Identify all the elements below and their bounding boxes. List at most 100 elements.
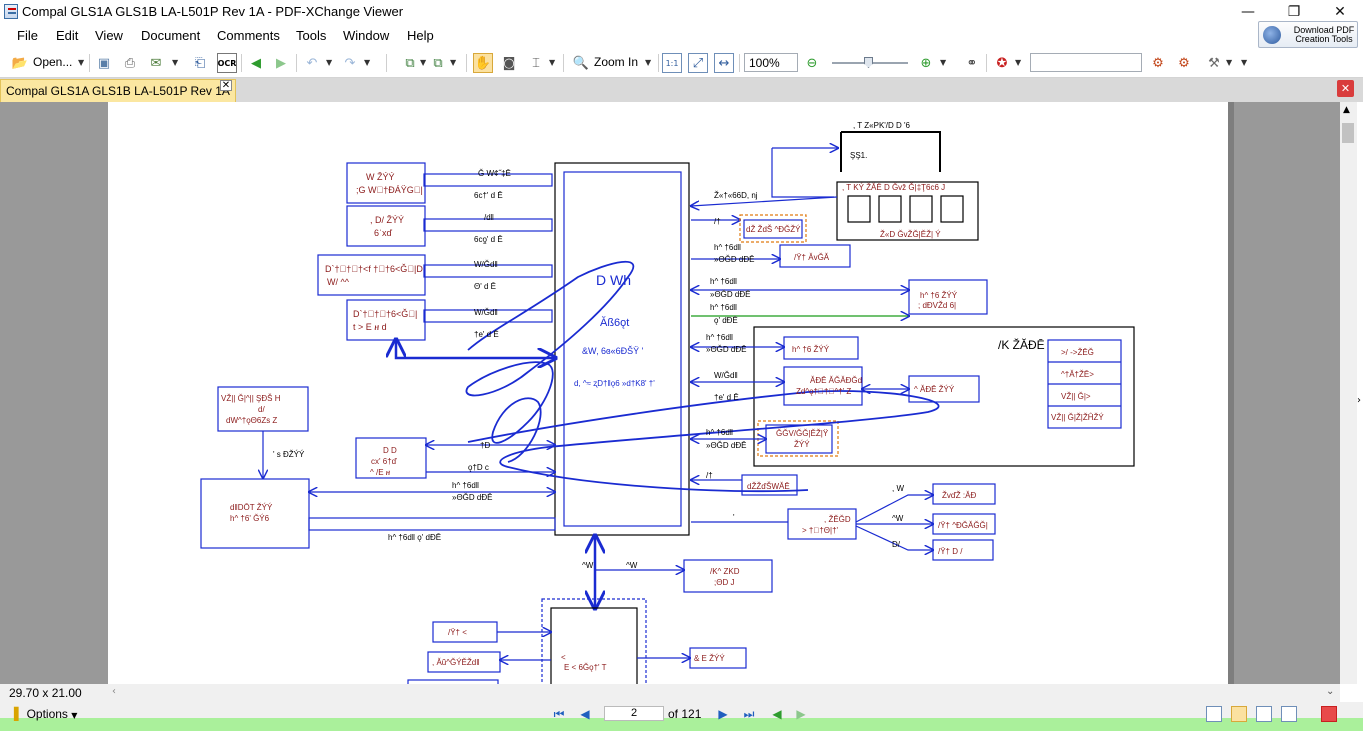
svg-text:W/Ğdǁ: W/Ğdǁ bbox=[474, 260, 498, 269]
svg-text:ŞŞ1.: ŞŞ1. bbox=[850, 151, 867, 160]
zoom-in-button[interactable]: Zoom In bbox=[594, 55, 639, 69]
svg-text:h^ †6dǁ ǫ' dĐĒ: h^ †6dǁ ǫ' dĐĒ bbox=[388, 533, 441, 542]
io-title: /K ŽĂĐĒ bbox=[998, 337, 1045, 352]
back-icon[interactable]: ◀ bbox=[251, 55, 261, 71]
close-tab-icon[interactable]: ✕ bbox=[220, 80, 232, 91]
svg-text:d/: d/ bbox=[258, 405, 265, 414]
continuous-view-icon[interactable] bbox=[1231, 706, 1247, 722]
redo-icon[interactable]: ↷ bbox=[344, 55, 356, 71]
page-number-input[interactable]: 2 bbox=[604, 706, 664, 721]
undo-icon[interactable]: ↶ bbox=[306, 55, 318, 71]
svg-text:^W: ^W bbox=[582, 561, 594, 570]
scan-icon[interactable]: ⎗ bbox=[194, 55, 206, 71]
binoculars-icon[interactable]: ⚭ bbox=[966, 55, 978, 71]
options-button[interactable]: ▌ Options ▼ bbox=[14, 707, 78, 721]
svg-text:h^ †6dǁ: h^ †6dǁ bbox=[706, 333, 733, 342]
document-viewport[interactable]: W ŽÝÝ ;G W􏰀†ÐÁŸG􏰀| , D/ ŽÝÝ 6ˈxď D`†􏰀†􏰀†… bbox=[0, 102, 1340, 684]
vertical-scrollbar[interactable]: ▲ bbox=[1340, 102, 1357, 684]
continuous-facing-view-icon[interactable] bbox=[1281, 706, 1297, 722]
copy-page-icon[interactable]: ⧉ bbox=[405, 55, 415, 71]
ocr-button[interactable]: OCR bbox=[217, 53, 237, 73]
pdf-tools-icon[interactable] bbox=[1321, 706, 1337, 722]
facing-view-icon[interactable] bbox=[1256, 706, 1272, 722]
previous-page-icon[interactable]: ◀ bbox=[580, 707, 590, 721]
svg-text:6cƍ' d Ē: 6cƍ' d Ē bbox=[474, 235, 503, 244]
svg-text:<: < bbox=[561, 653, 566, 662]
menu-window[interactable]: Window bbox=[343, 28, 390, 43]
open-button[interactable]: Open... bbox=[33, 55, 73, 69]
download-pdf-tools-button[interactable]: Download PDF Creation Tools bbox=[1258, 21, 1358, 48]
svg-text:h^ †6' ĞÝ6: h^ †6' ĞÝ6 bbox=[230, 514, 270, 523]
history-forward-icon[interactable]: ▶ bbox=[796, 707, 806, 721]
export-icon[interactable]: ⧉ bbox=[433, 55, 443, 71]
side-panel-handle-icon[interactable]: › bbox=[1357, 395, 1361, 406]
svg-text:ŽvďŽ :ĂĐ: ŽvďŽ :ĂĐ bbox=[942, 491, 976, 500]
menu-comments[interactable]: Comments bbox=[217, 28, 280, 43]
svg-text:>/ ->ŽĒĞ: >/ ->ŽĒĞ bbox=[1061, 348, 1094, 357]
snapshot-icon[interactable]: ◙ bbox=[502, 55, 516, 71]
hand-tool-icon[interactable]: ✋ bbox=[473, 53, 493, 73]
zoom-level-input[interactable]: 100% bbox=[744, 53, 798, 72]
svg-text:VŽ|| Ğ|>: VŽ|| Ğ|> bbox=[1061, 392, 1091, 401]
zoom-plus-icon[interactable]: ⊕ bbox=[920, 55, 932, 71]
scroll-down-icon[interactable]: ⌄ bbox=[1326, 686, 1335, 697]
search-next-icon[interactable]: ⚙ bbox=[1178, 55, 1190, 71]
svg-text:E < 6Ğǫ†' T: E < 6Ğǫ†' T bbox=[564, 663, 607, 672]
save-icon[interactable]: ▣ bbox=[97, 55, 111, 71]
zoom-out-icon[interactable]: ⊖ bbox=[806, 55, 818, 71]
spellcheck-icon[interactable]: ✪ bbox=[996, 55, 1008, 71]
menu-help[interactable]: Help bbox=[407, 28, 434, 43]
cpu-line2: &W‚ 6ɞ«6ĐŠŸ ' bbox=[582, 346, 644, 356]
first-page-icon[interactable]: ⏮ bbox=[553, 707, 565, 721]
horizontal-scrollbar[interactable]: ‹ ⌄ bbox=[108, 684, 1340, 702]
menu-edit[interactable]: Edit bbox=[56, 28, 79, 43]
select-text-icon[interactable]: ⌶ bbox=[532, 55, 540, 71]
svg-text:^W: ^W bbox=[892, 514, 904, 523]
restore-button[interactable]: ❐ bbox=[1287, 4, 1301, 20]
search-input[interactable] bbox=[1030, 53, 1142, 72]
open-folder-icon[interactable]: 📂 bbox=[11, 55, 29, 71]
menu-bar: File Edit View Document Comments Tools W… bbox=[0, 24, 1363, 48]
svg-text:†D: †D bbox=[480, 441, 490, 450]
settings-icon[interactable]: ⚒ bbox=[1208, 55, 1220, 71]
email-icon[interactable]: ✉ bbox=[150, 55, 162, 71]
svg-text:& E ŽÝÝ: & E ŽÝÝ bbox=[694, 654, 725, 663]
email-dropdown-icon[interactable]: ▼ bbox=[172, 58, 179, 67]
cpu-line3: d, ^≈ ʐD†ǁǫ6 »d†K8' †' bbox=[574, 379, 655, 388]
menu-file[interactable]: File bbox=[17, 28, 38, 43]
scroll-up-icon[interactable]: ▲ bbox=[1343, 105, 1350, 115]
menu-tools[interactable]: Tools bbox=[296, 28, 327, 43]
svg-text:»ΘĞD dĐĒ: »ΘĞD dĐĒ bbox=[714, 255, 754, 264]
svg-text:ǫ†D c: ǫ†D c bbox=[468, 463, 489, 472]
minimize-button[interactable]: — bbox=[1241, 4, 1255, 20]
menu-document[interactable]: Document bbox=[141, 28, 201, 43]
svg-text:dŽŽďŠWĂĒ: dŽŽďŠWĂĒ bbox=[747, 482, 790, 491]
download-line2: Creation Tools bbox=[1295, 34, 1353, 44]
scroll-left-icon[interactable]: ‹ bbox=[112, 686, 116, 697]
actual-size-icon[interactable]: 1:1 bbox=[662, 53, 682, 73]
history-back-icon[interactable]: ◀ bbox=[772, 707, 782, 721]
menu-view[interactable]: View bbox=[95, 28, 123, 43]
vertical-scroll-thumb[interactable] bbox=[1342, 123, 1354, 143]
close-window-button[interactable]: ✕ bbox=[1334, 4, 1346, 20]
next-page-icon[interactable]: ▶ bbox=[718, 707, 728, 721]
svg-text:Θ' d Ē: Θ' d Ē bbox=[474, 282, 496, 291]
svg-text:h^ †6 ŽÝÝ: h^ †6 ŽÝÝ bbox=[792, 345, 830, 354]
zoom-slider-thumb[interactable] bbox=[864, 57, 873, 68]
document-tab[interactable]: Compal GLS1A GLS1B LA-L501P Rev 1A ✕ bbox=[0, 79, 236, 102]
svg-text:»ΘĞD dĐĒ: »ΘĞD dĐĒ bbox=[706, 441, 746, 450]
forward-icon[interactable]: ▶ bbox=[276, 55, 286, 71]
svg-text:/K^ ZKD: /K^ ZKD bbox=[710, 567, 740, 576]
last-page-icon[interactable]: ⏭ bbox=[743, 707, 755, 721]
svg-text:, Ăŭ^ĞÝĔŽdǁ: , Ăŭ^ĞÝĔŽdǁ bbox=[432, 658, 480, 667]
print-icon[interactable]: ⎙ bbox=[124, 55, 136, 71]
open-dropdown-icon[interactable]: ▼ bbox=[78, 58, 85, 67]
close-document-icon[interactable]: ✕ bbox=[1337, 80, 1354, 97]
search-tool-icon[interactable]: ⚙ bbox=[1152, 55, 1164, 71]
fit-page-icon[interactable]: ⤢ bbox=[688, 53, 708, 73]
single-page-view-icon[interactable] bbox=[1206, 706, 1222, 722]
zoom-in-icon[interactable]: 🔍 bbox=[572, 55, 590, 71]
document-tab-label: Compal GLS1A GLS1B LA-L501P Rev 1A bbox=[6, 84, 230, 98]
left-block-1-line2: ;G W􏰀†ÐÁŸG􏰀| bbox=[356, 185, 423, 195]
fit-width-icon[interactable]: ↔ bbox=[714, 53, 734, 73]
